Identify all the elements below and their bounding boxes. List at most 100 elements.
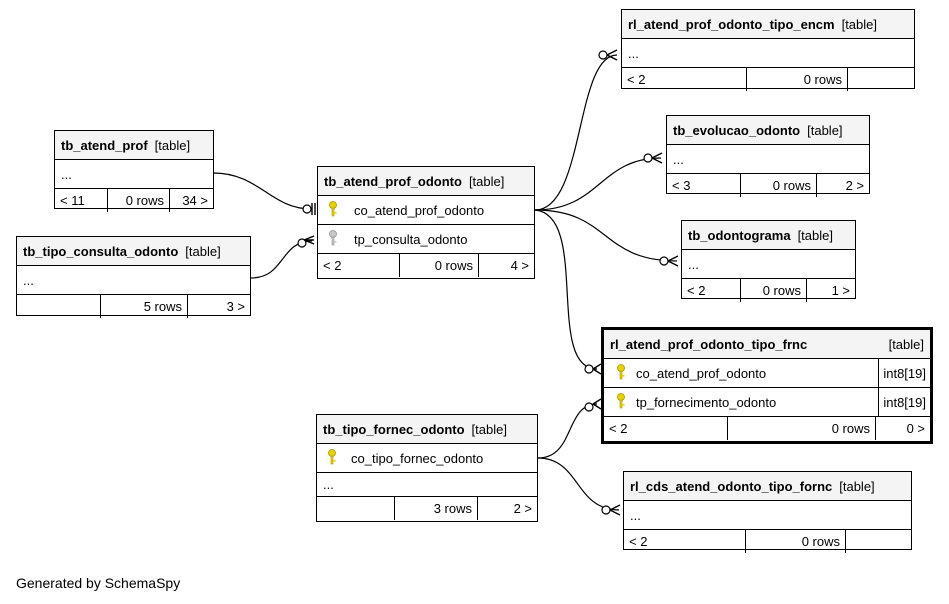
edge-end-circle — [584, 364, 594, 374]
row-count: 0 rows — [746, 530, 846, 553]
table-name: tb_evolucao_odonto — [673, 122, 801, 138]
columns-ellipsis: ... — [667, 145, 869, 174]
table-name: tb_tipo_consulta_odonto — [23, 243, 179, 259]
parents-count[interactable]: < 2 — [624, 530, 746, 553]
parents-count[interactable] — [317, 497, 395, 520]
table-type: [table] — [471, 421, 507, 437]
row-count: 0 rows — [741, 174, 817, 197]
table-tb-tipo-fornec-odonto[interactable]: tb_tipo_fornec_odonto [table] co_tipo_fo… — [316, 414, 538, 522]
row-count: 0 rows — [741, 279, 807, 302]
children-count[interactable]: 4 > — [510, 258, 529, 273]
column-name: co_atend_prof_odonto — [354, 202, 485, 218]
table-footer: < 2 0 rows 4 > — [318, 254, 534, 277]
table-footer: < 11 0 rows 34 > — [55, 189, 213, 212]
children-count[interactable]: 3 > — [226, 299, 245, 314]
one-bar — [311, 203, 316, 215]
table-footer: < 2 0 rows 1 > — [682, 279, 855, 302]
table-name: tb_atend_prof_odonto — [324, 173, 462, 189]
table-type: [table] — [807, 122, 843, 138]
table-footer: 3 rows 2 > — [317, 497, 537, 520]
row-count: 3 rows — [395, 497, 478, 520]
edge-end-circle — [297, 238, 307, 248]
edge-end-circle — [601, 505, 611, 515]
table-tb-odontograma[interactable]: tb_odontograma [table] ... < 2 0 rows 1 … — [681, 220, 856, 302]
column-name: co_atend_prof_odonto — [636, 365, 767, 381]
crows-foot — [592, 363, 602, 375]
parents-count[interactable]: < 2 — [682, 279, 741, 302]
edge-odontograma — [534, 209, 678, 262]
columns-ellipsis: ... — [17, 266, 250, 295]
key-icon — [612, 392, 630, 412]
table-header: tb_atend_prof [table] — [55, 131, 213, 160]
column-row[interactable]: co_tipo_fornec_odonto — [317, 444, 537, 473]
table-name: tb_odontograma — [688, 227, 791, 243]
column-row[interactable]: co_atend_prof_odonto — [318, 196, 534, 225]
edge-end-circle — [598, 50, 608, 60]
crows-foot — [303, 235, 315, 245]
parents-count[interactable]: < 2 — [318, 254, 400, 277]
table-rl-atend-prof-odonto-tipo-encm[interactable]: rl_atend_prof_odonto_tipo_encm [table] .… — [621, 9, 915, 91]
table-tb-evolucao-odonto[interactable]: tb_evolucao_odonto [table] ... < 3 0 row… — [666, 115, 870, 197]
table-type: [table] — [841, 16, 877, 32]
children-count[interactable]: 1 > — [831, 283, 850, 298]
row-count: 5 rows — [101, 295, 188, 318]
row-count: 0 rows — [400, 254, 479, 277]
row-count: 0 rows — [728, 417, 876, 440]
table-footer: 5 rows 3 > — [17, 295, 250, 318]
edge-end-circle — [659, 256, 669, 266]
edge-cds-fornc — [537, 457, 620, 511]
column-row[interactable]: tp_fornecimento_odonto int8[19] — [604, 388, 930, 417]
children-count[interactable]: 2 > — [845, 178, 864, 193]
crows-foot — [667, 255, 679, 267]
column-name: tp_consulta_odonto — [354, 231, 468, 247]
edge-tipo-frnc-b — [537, 403, 598, 459]
columns-ellipsis: ... — [624, 501, 911, 530]
table-tb-atend-prof-odonto[interactable]: tb_atend_prof_odonto [table] co_atend_pr… — [317, 166, 535, 279]
table-type: [table] — [154, 137, 191, 153]
table-rl-atend-prof-odonto-tipo-frnc[interactable]: rl_atend_prof_odonto_tipo_frnc [table] c… — [601, 327, 933, 444]
parents-count[interactable]: < 2 — [622, 68, 747, 91]
children-count[interactable] — [848, 68, 914, 91]
children-count[interactable]: 34 > — [182, 193, 208, 208]
foreign-key-icon — [324, 229, 342, 249]
edge-evolucao — [534, 157, 662, 211]
parents-count[interactable]: < 2 — [604, 417, 728, 440]
table-header: rl_cds_atend_odonto_tipo_fornc [table] — [624, 472, 911, 501]
crows-foot — [606, 49, 618, 61]
children-count[interactable]: 0 > — [906, 421, 925, 436]
table-type: [table] — [839, 478, 875, 494]
row-count: 0 rows — [108, 189, 170, 212]
children-count[interactable] — [846, 530, 911, 553]
edge-end-circle — [302, 204, 312, 214]
columns-ellipsis: ... — [55, 160, 213, 189]
column-name: co_tipo_fornec_odonto — [351, 450, 484, 466]
children-count[interactable]: 2 > — [513, 501, 532, 516]
edge-tipo-encm — [534, 54, 618, 211]
table-footer: < 3 0 rows 2 > — [667, 174, 869, 197]
crows-foot — [592, 398, 602, 410]
parents-count[interactable]: < 3 — [667, 174, 741, 197]
edge-tipo-frnc-a — [534, 209, 598, 370]
generated-by-label: Generated by SchemaSpy — [16, 575, 181, 591]
key-icon — [612, 363, 630, 383]
columns-ellipsis: ... — [682, 250, 855, 279]
column-row[interactable]: co_atend_prof_odonto int8[19] — [604, 359, 930, 388]
table-tb-atend-prof[interactable]: tb_atend_prof [table] ... < 11 0 rows 34… — [54, 130, 214, 212]
edge-atend-prof — [212, 172, 313, 210]
columns-ellipsis: ... — [622, 39, 914, 68]
table-header: tb_tipo_fornec_odonto [table] — [317, 415, 537, 444]
edge-end-circle — [643, 153, 653, 163]
key-icon — [323, 448, 341, 468]
table-tb-tipo-consulta-odonto[interactable]: tb_tipo_consulta_odonto [table] ... 5 ro… — [16, 236, 251, 318]
parents-count[interactable] — [17, 295, 101, 318]
table-type: [table] — [468, 173, 505, 189]
parents-count[interactable]: < 11 — [55, 189, 108, 212]
table-type: [table] — [185, 243, 221, 259]
column-type: int8[19] — [878, 359, 930, 387]
column-row[interactable]: tp_consulta_odonto — [318, 225, 534, 254]
table-footer: < 2 0 rows — [622, 68, 914, 91]
table-rl-cds-atend-odonto-tipo-fornc[interactable]: rl_cds_atend_odonto_tipo_fornc [table] .… — [623, 471, 912, 553]
crows-foot — [609, 504, 621, 516]
table-name: tb_atend_prof — [61, 137, 148, 153]
